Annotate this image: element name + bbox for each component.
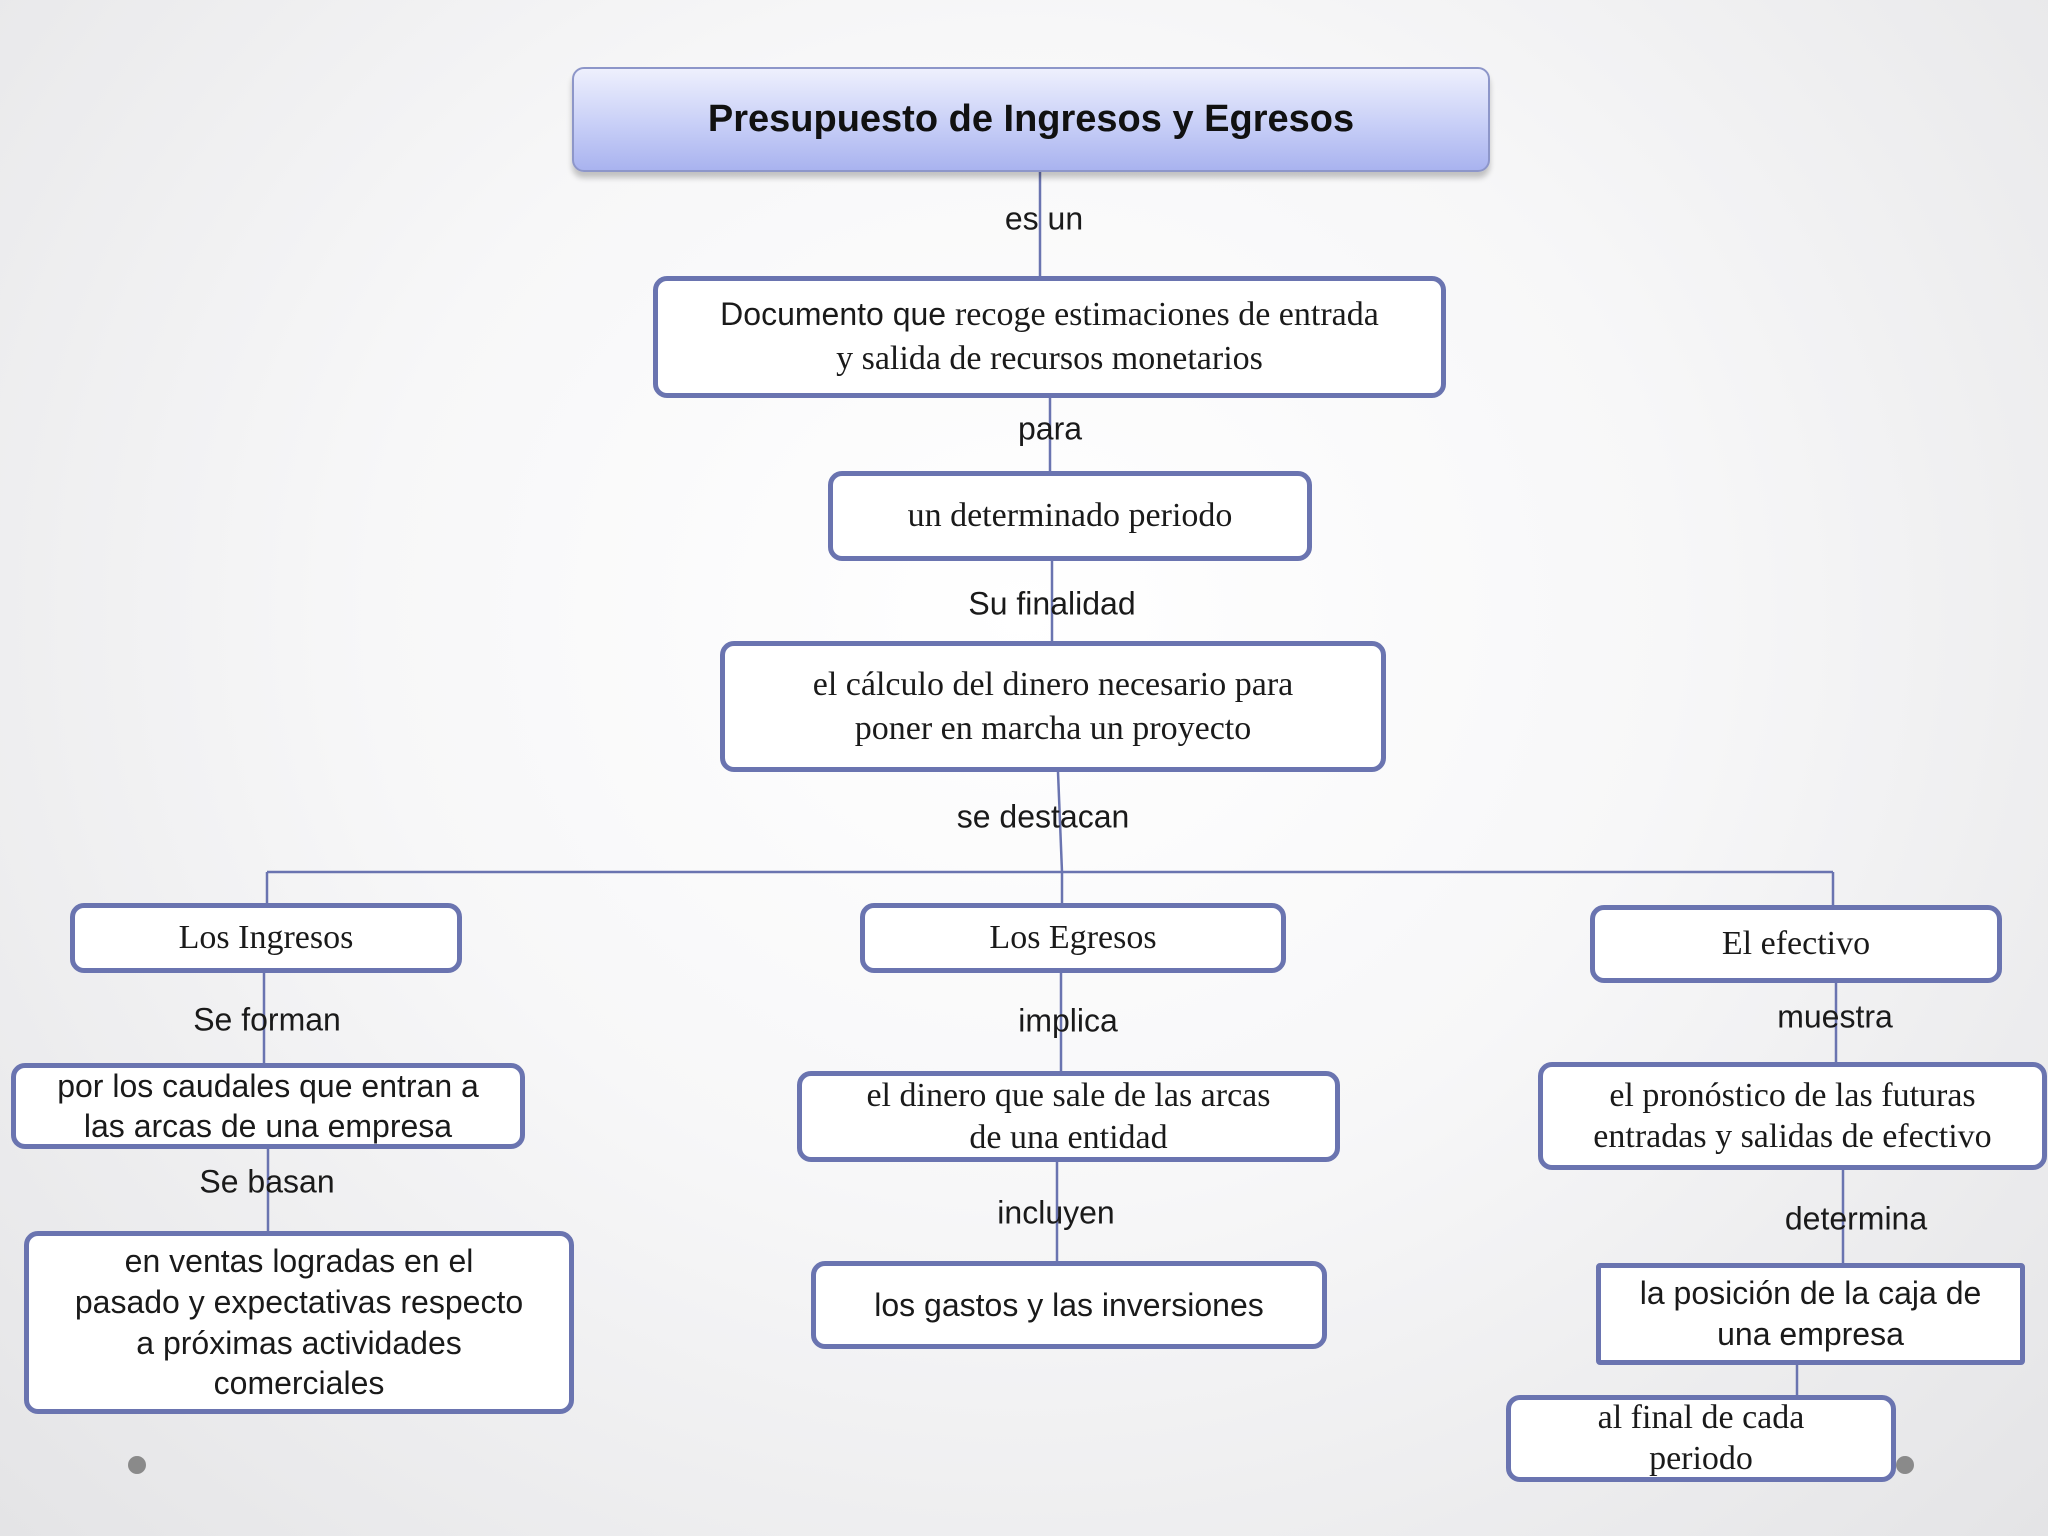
node-ventas-line3: a próximas actividades	[136, 1324, 462, 1361]
node-pronostico-line1: el pronóstico de las futuras	[1609, 1076, 1976, 1114]
node-dinero-sale: el dinero que sale de las arcas de una e…	[797, 1071, 1340, 1162]
node-ingresos-text: Los Ingresos	[178, 919, 354, 957]
link-label-es-un: es un	[1004, 200, 1084, 237]
node-caudales-line2: las arcas de una empresa	[83, 1108, 453, 1144]
link-label-se-forman: Se forman	[193, 1001, 341, 1038]
node-egresos: Los Egresos	[860, 903, 1286, 973]
node-pronostico: el pronóstico de las futuras entradas y …	[1538, 1062, 2047, 1170]
node-documento-line2: y salida de recursos monetarios	[836, 340, 1263, 377]
node-ventas-line2: pasado y expectativas respecto	[74, 1283, 524, 1320]
decor-dot-right	[1896, 1456, 1914, 1474]
node-gastos-text: los gastos y las inversiones	[874, 1286, 1264, 1323]
node-dinero-sale-line1: el dinero que sale de las arcas	[866, 1077, 1271, 1115]
node-egresos-text: Los Egresos	[989, 919, 1157, 957]
link-label-se-basan: Se basan	[199, 1163, 335, 1200]
node-posicion-line1: la posición de la caja de	[1639, 1275, 1982, 1312]
node-periodo-text: un determinado periodo	[907, 497, 1233, 535]
link-label-su-finalidad: Su finalidad	[968, 585, 1136, 622]
node-gastos: los gastos y las inversiones	[811, 1261, 1327, 1349]
title-node: Presupuesto de Ingresos y Egresos	[572, 67, 1490, 172]
node-final-line2: periodo	[1649, 1439, 1753, 1477]
node-ventas-line4: comerciales	[213, 1365, 385, 1402]
decor-dot-left	[128, 1456, 146, 1474]
node-efectivo-text: El efectivo	[1721, 925, 1871, 963]
node-posicion: la posición de la caja de una empresa	[1596, 1263, 2025, 1365]
node-pronostico-line2: entradas y salidas de efectivo	[1593, 1118, 1992, 1155]
node-documento-prefix: Documento que	[720, 296, 955, 333]
node-ventas-line1: en ventas logradas en el	[124, 1242, 474, 1279]
node-final-periodo: al final de cada periodo	[1506, 1395, 1896, 1482]
node-posicion-line2: una empresa	[1717, 1316, 1904, 1352]
link-label-para: para	[1017, 410, 1083, 447]
title-text: Presupuesto de Ingresos y Egresos	[707, 98, 1355, 141]
node-periodo: un determinado periodo	[828, 471, 1312, 561]
node-caudales: por los caudales que entran a las arcas …	[11, 1063, 525, 1149]
node-documento-line1: recoge estimaciones de entrada	[954, 296, 1379, 334]
node-calculo-line2: poner en marcha un proyecto	[854, 709, 1252, 747]
node-documento: Documento que recoge estimaciones de ent…	[653, 276, 1446, 398]
node-efectivo: El efectivo	[1590, 905, 2002, 983]
link-label-implica: implica	[1018, 1002, 1118, 1039]
node-ingresos: Los Ingresos	[70, 903, 462, 973]
link-label-se-destacan: se destacan	[956, 798, 1130, 835]
link-label-determina: determina	[1784, 1200, 1928, 1237]
connector-calculo-branch	[1056, 771, 1064, 873]
node-calculo: el cálculo del dinero necesario para pon…	[720, 641, 1386, 772]
node-ventas: en ventas logradas en el pasado y expect…	[24, 1231, 574, 1414]
node-calculo-line1: el cálculo del dinero necesario para	[812, 665, 1294, 703]
node-dinero-sale-line2: de una entidad	[969, 1118, 1168, 1156]
link-label-muestra: muestra	[1777, 998, 1893, 1035]
node-final-line1: al final de cada	[1597, 1398, 1805, 1436]
node-caudales-line1: por los caudales que entran a	[57, 1068, 479, 1104]
link-label-incluyen: incluyen	[997, 1194, 1115, 1231]
